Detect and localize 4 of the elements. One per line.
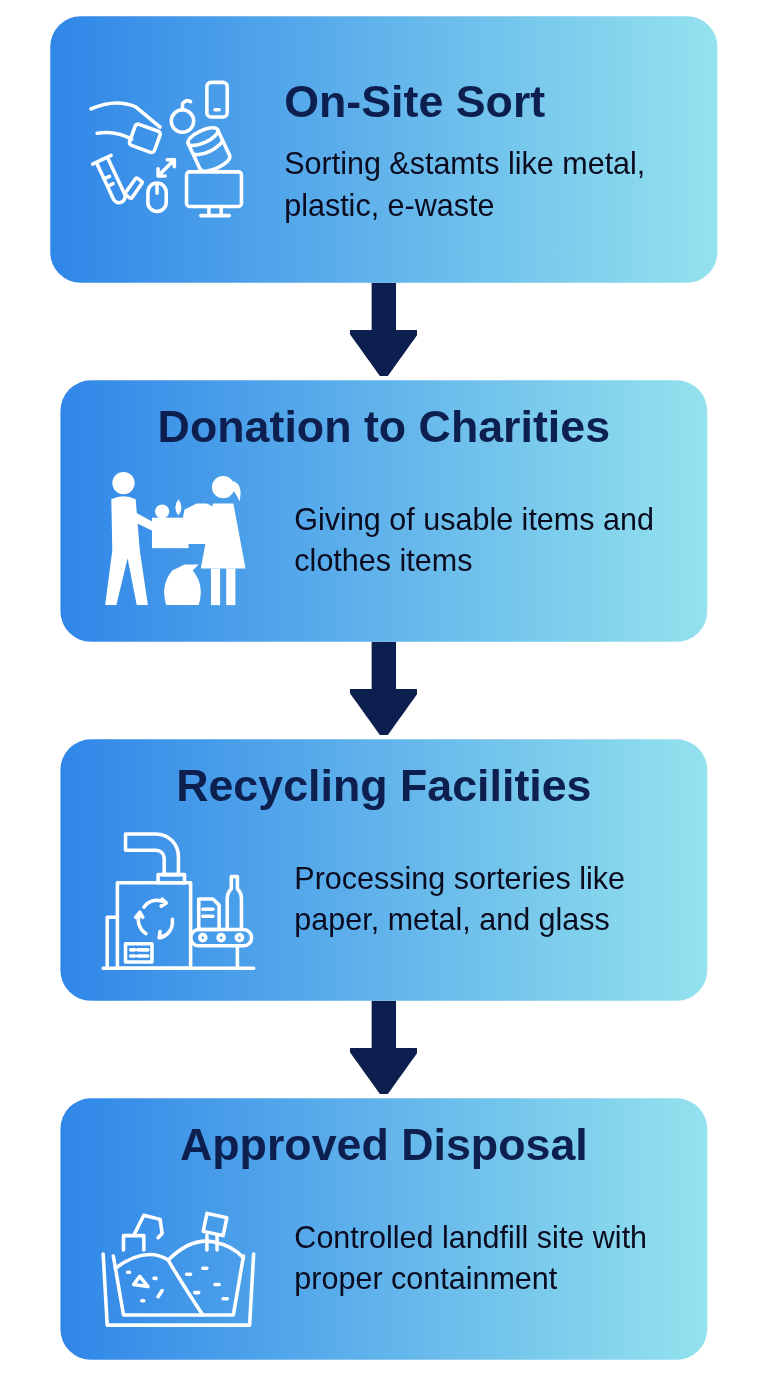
node-box: On-Site Sort Sorting &stamts like metal, plastic, e-waste bbox=[50, 16, 718, 283]
node-box: Approved Disposal Controlled landfill site with proper containment bbox=[60, 1098, 708, 1360]
node-box: Donation to Charities Giving of usable items and clothes items bbox=[60, 380, 708, 642]
node-box: Recycling Facilities Processing sorteries like paper, metal, and glass bbox=[60, 739, 708, 1001]
